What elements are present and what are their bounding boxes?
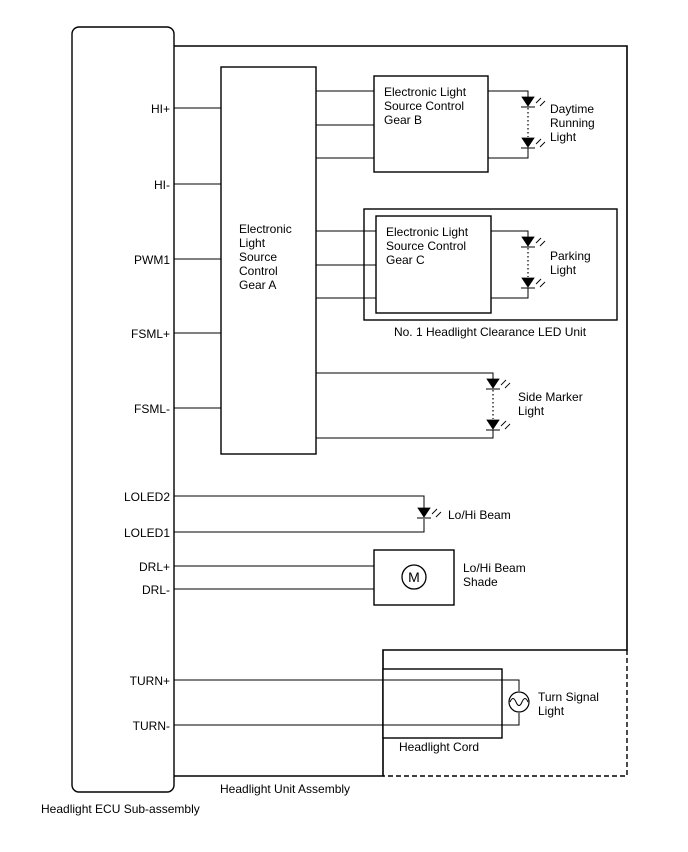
gear-a-label-3: Source (239, 250, 277, 264)
wire-c-parking-top (491, 230, 529, 237)
turn-signal-bulb-icon (508, 691, 530, 713)
shade-label-1: Lo/Hi Beam (463, 561, 526, 575)
terminal-fsml-plus: FSML+ (131, 327, 170, 341)
wire-loled2 (174, 495, 425, 508)
headlight-ecu-box (71, 26, 175, 793)
headlight-unit-assembly-label: Headlight Unit Assembly (220, 782, 350, 796)
wire-loled1 (174, 519, 425, 533)
terminal-loled1: LOLED1 (124, 526, 170, 540)
terminal-fsml-minus: FSML- (134, 402, 170, 416)
gear-b-label-2: Source Control (384, 99, 464, 113)
wire-side-marker-top (316, 372, 494, 379)
wire-b-drl-bottom (488, 148, 529, 159)
wire-side-marker-bottom (316, 430, 494, 439)
gear-c-label-1: Electronic Light (386, 225, 469, 239)
turn-signal-label-1: Turn Signal (538, 690, 599, 704)
headlight-ecu-label: Headlight ECU Sub-assembly (41, 802, 200, 816)
side-marker-led-bottom-icon (486, 419, 511, 431)
terminal-loled2: LOLED2 (124, 490, 170, 504)
lohi-beam-led-icon (417, 507, 442, 519)
gear-a-box (220, 66, 317, 455)
gear-c-box (375, 215, 492, 314)
gear-b-label-3: Gear B (384, 113, 422, 127)
motor-icon (401, 564, 427, 590)
terminal-pwm1: PWM1 (134, 253, 170, 267)
terminal-hi-plus: HI+ (151, 102, 170, 116)
daytime-label-2: Running (550, 116, 595, 130)
gear-a-label-2: Light (239, 236, 266, 250)
terminal-drl-minus: DRL- (142, 583, 170, 597)
side-marker-label-2: Light (518, 404, 545, 418)
daytime-label-3: Light (550, 130, 577, 144)
headlight-cord-label: Headlight Cord (399, 740, 479, 754)
wire-b-drl-top (488, 90, 529, 97)
lohi-beam-label: Lo/Hi Beam (448, 508, 511, 522)
headlight-cord-box (382, 668, 503, 739)
headlight-unit-assembly-border (174, 45, 628, 777)
gear-c-label-3: Gear C (386, 253, 425, 267)
gear-c-label-2: Source Control (386, 239, 466, 253)
gear-b-label-1: Electronic Light (384, 85, 467, 99)
turn-signal-label-2: Light (538, 704, 565, 718)
daytime-label-1: Daytime (550, 102, 594, 116)
wire-turn-plus (174, 679, 520, 691)
motor-symbol: M (408, 569, 420, 585)
daytime-running-led-bottom-icon (521, 137, 546, 149)
parking-label-2: Light (550, 263, 577, 277)
terminal-turn-plus: TURN+ (130, 674, 170, 688)
daytime-running-led-top-icon (521, 96, 546, 108)
side-marker-led-top-icon (486, 378, 511, 390)
side-marker-label-1: Side Marker (518, 390, 583, 404)
wire-turn-minus (174, 713, 520, 726)
gear-a-label-4: Control (239, 264, 278, 278)
gear-b-box (373, 75, 489, 173)
gear-a-label-1: Electronic (239, 222, 292, 236)
shade-label-2: Shade (463, 575, 498, 589)
terminal-turn-minus: TURN- (133, 719, 170, 733)
wire-c-parking-bottom (491, 288, 529, 299)
terminal-drl-plus: DRL+ (139, 560, 170, 574)
terminal-hi-minus: HI- (154, 178, 170, 192)
gear-a-label-5: Gear A (239, 278, 276, 292)
parking-label-1: Parking (550, 249, 591, 263)
parking-led-top-icon (521, 236, 546, 248)
headlight-cord-dashed-border (383, 650, 628, 777)
clearance-unit-label: No. 1 Headlight Clearance LED Unit (394, 325, 587, 339)
parking-led-bottom-icon (521, 277, 546, 289)
